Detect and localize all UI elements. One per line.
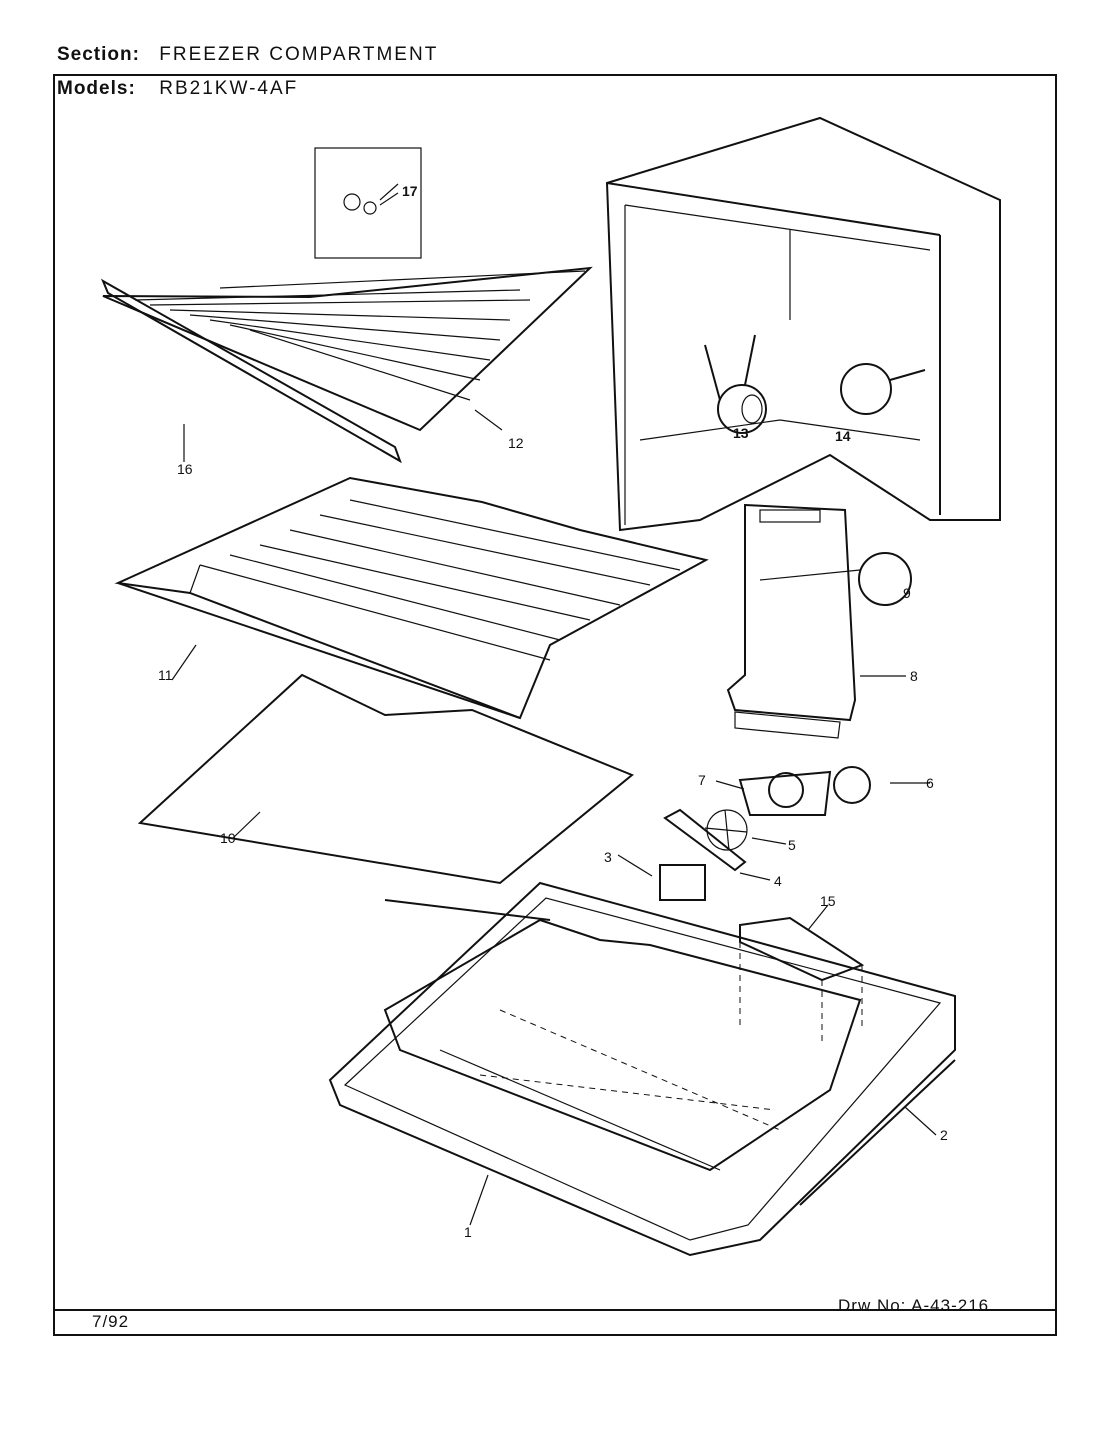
leader-lines: [171, 183, 937, 1226]
callout-13: 13: [733, 425, 749, 441]
callout-11: 11: [158, 667, 173, 683]
callout-14: 14: [835, 428, 851, 444]
part-12-wire-shelf: [102, 266, 593, 432]
callout-9: 9: [903, 585, 911, 601]
callout-15: 15: [820, 893, 836, 909]
section-line: Section: FREEZER COMPARTMENT: [57, 44, 438, 66]
models-line: Models: RB21KW-4AF: [57, 78, 298, 100]
part-10-panel: [137, 673, 634, 885]
part-17-inset: [314, 147, 422, 259]
part-16-shelf-trim: [100, 278, 402, 464]
callout-labels: 17 12 16 11 10 13 14 9 8 7 6 5 4 3 15 2 …: [158, 183, 948, 1240]
models-value: RB21KW-4AF: [159, 78, 299, 99]
callout-4: 4: [774, 873, 782, 889]
cabinet-liner: [605, 116, 1001, 532]
drawing-number: Drw No: A-43-216: [838, 1296, 990, 1315]
section-value: FREEZER COMPARTMENT: [159, 44, 439, 65]
callout-3: 3: [604, 849, 612, 865]
footer-date: 7/92: [92, 1312, 130, 1331]
callout-6: 6: [926, 775, 934, 791]
part-3-4-5-fan-motor: [659, 808, 748, 901]
callout-5: 5: [788, 837, 796, 853]
callout-2: 2: [940, 1127, 948, 1143]
callout-17: 17: [402, 183, 418, 199]
callout-16: 16: [177, 461, 193, 477]
callout-1: 1: [464, 1224, 472, 1240]
part-1-2-pan-gasket: [328, 881, 956, 1257]
part-15-block: [739, 916, 865, 1045]
drawing-frame: [53, 74, 1057, 1336]
models-label: Models:: [57, 78, 136, 99]
section-label: Section:: [57, 44, 140, 65]
footer-rule: [53, 1309, 1057, 1311]
callout-8: 8: [910, 668, 918, 684]
part-7-6-fan-housing: [738, 766, 871, 816]
callout-10: 10: [220, 830, 236, 846]
part-11-shelf: [114, 476, 709, 720]
part-8-duct-cover: [726, 503, 912, 739]
callout-12: 12: [508, 435, 524, 451]
callout-7: 7: [698, 772, 706, 788]
